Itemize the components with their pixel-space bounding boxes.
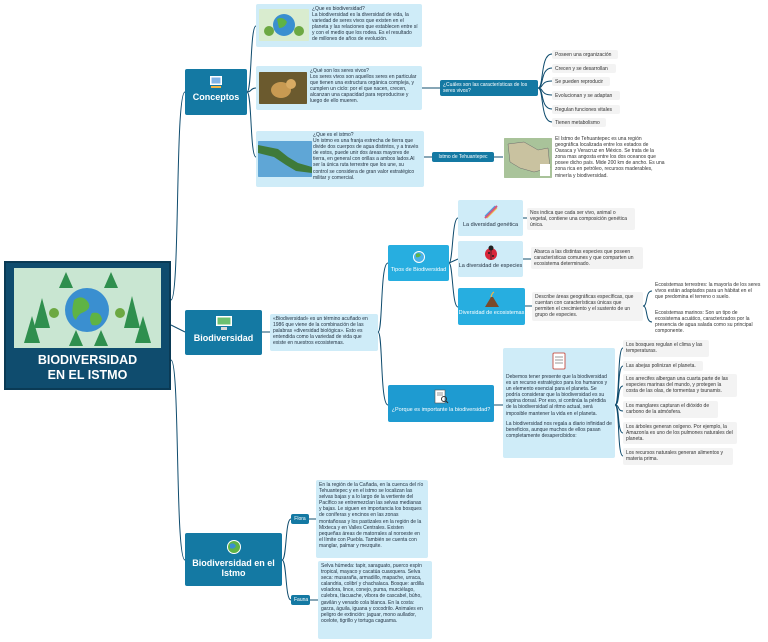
tehuantepec-note: El Istmo de Tehuantepec es una región ge… bbox=[503, 134, 667, 182]
tipos-label: Tipos de Biodiversidad bbox=[390, 267, 447, 273]
dna-icon bbox=[483, 205, 498, 219]
caracteristica-item: Regulan funciones vitales bbox=[552, 105, 620, 114]
tehuantepec-map-image bbox=[504, 138, 552, 178]
seres-vivos-note: ¿Qué son los seres vivos? Los seres vivo… bbox=[256, 66, 422, 110]
fauna-note: Selva húmeda: tapir, saraguato, puerco e… bbox=[318, 561, 432, 639]
biodiversidad-istmo-node[interactable]: Biodiversidad en el Istmo bbox=[185, 533, 282, 586]
earth-biodiversity-illustration bbox=[14, 268, 161, 348]
biodiversidad-definition-note: ¿Que es biodiversidad? La biodiversidad … bbox=[256, 4, 422, 47]
importancia-text-2: La biodiversidad nos regala a diario inf… bbox=[506, 420, 612, 439]
ecosistemas-terrestres-text: Ecosistemas terrestres: la mayoría de lo… bbox=[655, 282, 761, 301]
biodiversidad-label: Biodiversidad bbox=[193, 333, 254, 343]
earth-hands-image bbox=[259, 9, 309, 41]
conceptos-label: Conceptos bbox=[192, 92, 240, 102]
caracteristica-item: Se pueden reproducir bbox=[552, 77, 610, 86]
caracteristica-item: Evolucionan y se adaptan bbox=[552, 91, 620, 100]
diversidad-genetica-node[interactable]: La diversidad genética bbox=[458, 200, 523, 236]
caracteristica-item: Poseen una organización bbox=[552, 50, 618, 59]
ladybug-icon bbox=[484, 245, 497, 260]
ecosistemas-marinos-text: Ecosistemas marinos: Son un tipo de ecos… bbox=[655, 310, 753, 335]
istmo-definition-note: ¿Que es el istmo? Un istmo es una franja… bbox=[256, 131, 424, 187]
monitor-icon bbox=[215, 316, 232, 330]
tehuantepec-text: El Istmo de Tehuantepec es una región ge… bbox=[555, 136, 665, 179]
importancia-text-1: Debemos tener presente que la biodiversi… bbox=[506, 374, 608, 417]
globe-leaf-icon bbox=[226, 540, 241, 554]
diversidad-ecosistemas-note: Describe áreas geográficas específicas, … bbox=[532, 292, 643, 321]
seres-vivos-text: ¿Qué son los seres vivos? Los seres vivo… bbox=[310, 68, 417, 105]
beneficio-item: Las abejas polinizan el planeta. bbox=[623, 361, 703, 371]
tipos-node[interactable]: Tipos de Biodiversidad bbox=[388, 245, 449, 281]
istmo-definition-text: ¿Que es el istmo? Un istmo es una franja… bbox=[313, 132, 419, 181]
importancia-note: Debemos tener presente que la biodiversi… bbox=[503, 348, 615, 458]
biodiversidad-istmo-label-1: Biodiversidad en el bbox=[192, 558, 275, 568]
biodiversidad-node[interactable]: Biodiversidad bbox=[185, 310, 262, 355]
caracteristicas-node[interactable]: ¿Cuáles son las características de los s… bbox=[440, 80, 538, 96]
diversidad-especies-label: La diversidad de especies bbox=[458, 263, 523, 269]
beneficio-item: Los árboles generan oxígeno. Por ejemplo… bbox=[623, 422, 737, 444]
globe-icon bbox=[412, 251, 425, 263]
diversidad-especies-node[interactable]: La diversidad de especies bbox=[458, 241, 523, 277]
monkey-image bbox=[259, 72, 307, 104]
document-search-icon bbox=[434, 389, 449, 404]
caracteristica-item: Crecen y se desarrollan bbox=[552, 64, 616, 73]
volcano-icon bbox=[484, 291, 499, 307]
isthmus-map-image bbox=[258, 141, 312, 177]
root-title: BIODIVERSIDAD EN EL ISTMO bbox=[37, 353, 138, 382]
computer-icon bbox=[210, 76, 222, 88]
flora-node[interactable]: Flora bbox=[291, 514, 309, 524]
diversidad-genetica-note: Nos indica que cada ser vivo, animal o v… bbox=[527, 208, 635, 230]
diversidad-ecosistemas-label: Diversidad de ecosistemas bbox=[458, 310, 525, 316]
beneficio-item: Los recursos naturales generan alimentos… bbox=[623, 448, 733, 465]
flora-note: En la región de la Cañada, en la cuenca … bbox=[316, 480, 428, 558]
tehuantepec-node[interactable]: Istmo de Tehuantepec bbox=[432, 152, 494, 162]
beneficio-item: Los bosques regulan el clima y las tempe… bbox=[623, 340, 709, 357]
importancia-label: ¿Porque es importante la biodiversidad? bbox=[391, 407, 491, 413]
biodiversidad-definition-text: ¿Que es biodiversidad? La biodiversidad … bbox=[312, 6, 418, 43]
conceptos-node[interactable]: Conceptos bbox=[185, 69, 247, 115]
checklist-icon bbox=[552, 352, 566, 370]
root-node[interactable]: BIODIVERSIDAD EN EL ISTMO bbox=[4, 261, 171, 390]
fauna-node[interactable]: Fauna bbox=[291, 595, 310, 605]
biodiversidad-term-note: «Biodiversidad» es un término acuñado en… bbox=[270, 314, 378, 351]
diversidad-especies-note: Abarca a las distintas especies que pose… bbox=[531, 247, 643, 269]
biodiversidad-istmo-label-2: Istmo bbox=[221, 568, 246, 578]
diversidad-ecosistemas-node[interactable]: Diversidad de ecosistemas bbox=[458, 288, 525, 325]
importancia-node[interactable]: ¿Porque es importante la biodiversidad? bbox=[388, 385, 494, 422]
caracteristica-item: Tienen metabolismo bbox=[552, 118, 606, 127]
beneficio-item: Los arrecifes albergan una cuarta parte … bbox=[623, 374, 737, 397]
diversidad-genetica-label: La diversidad genética bbox=[462, 222, 519, 228]
beneficio-item: Los manglares capturan el dióxido de car… bbox=[623, 401, 718, 418]
